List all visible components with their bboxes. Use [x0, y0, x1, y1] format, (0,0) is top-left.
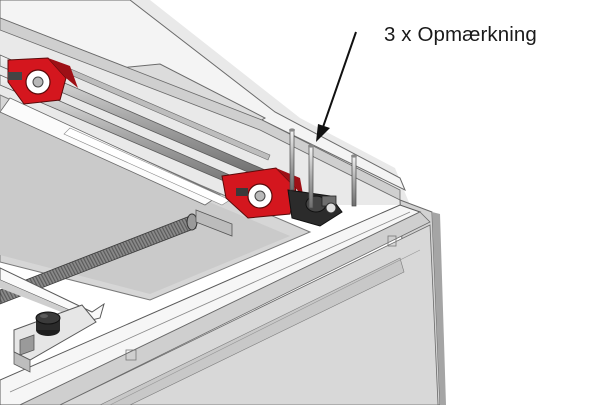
- marker-pins: [289, 128, 357, 209]
- front-side-panel: [59, 224, 439, 405]
- arrow-icon: [316, 31, 357, 142]
- callout-label: 3 x Opmærkning: [384, 23, 537, 46]
- spindle-bracket: [195, 209, 233, 237]
- knob-bracket: [13, 304, 97, 373]
- left-carriage: [7, 57, 78, 105]
- threaded-spindle: [0, 213, 198, 305]
- front-beam: [0, 204, 431, 405]
- right-carriage: [221, 167, 343, 227]
